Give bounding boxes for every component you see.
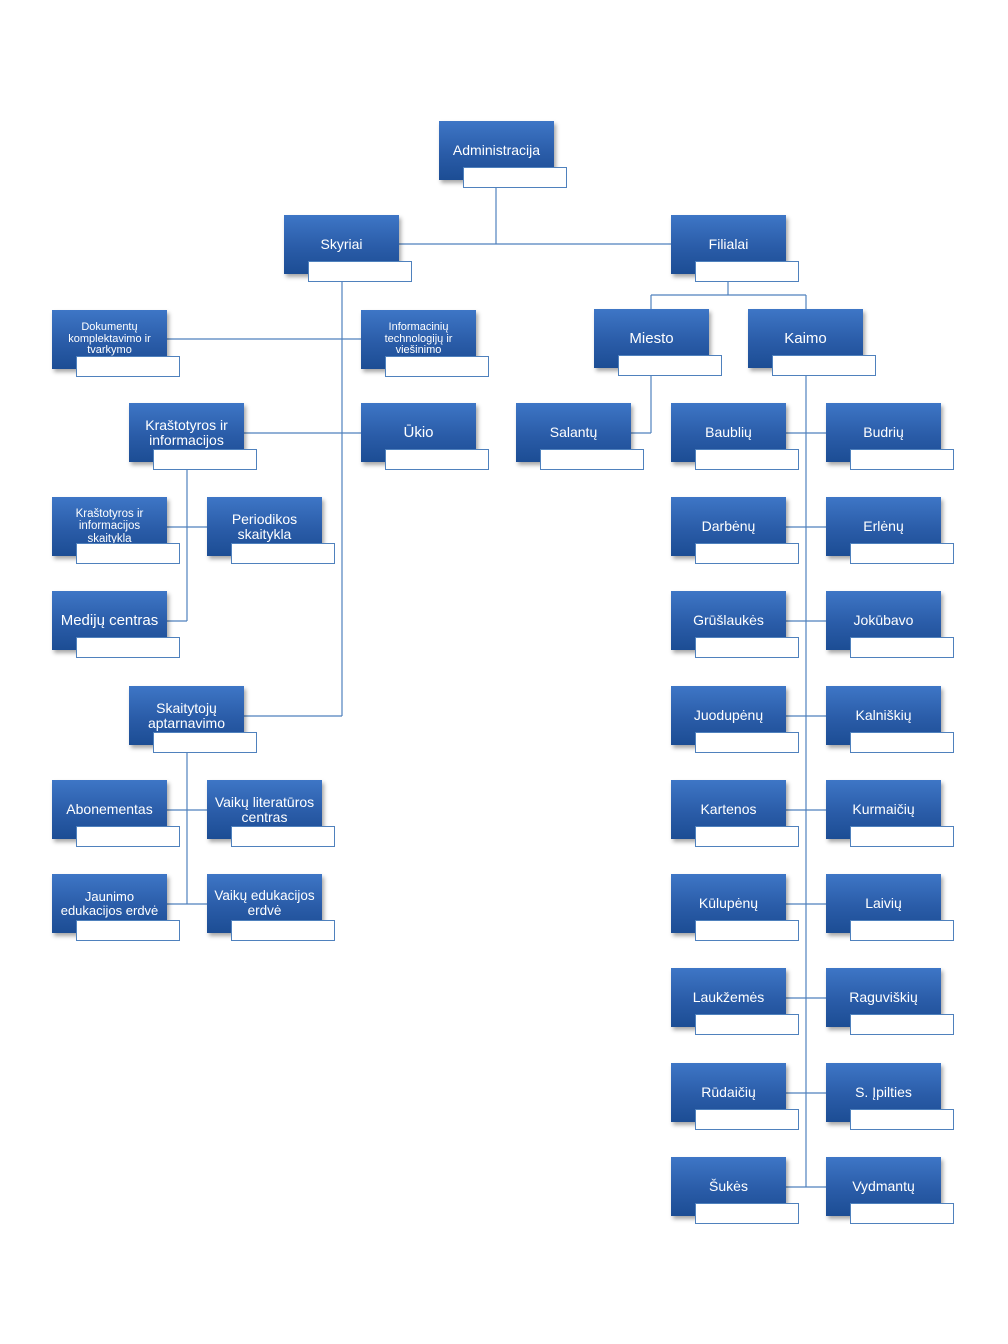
- node-title-tab: [231, 543, 335, 564]
- node-title-tab: [385, 449, 489, 470]
- node-title-tab: [695, 920, 799, 941]
- node-title-tab: [695, 826, 799, 847]
- node-title-tab: [695, 1109, 799, 1130]
- node-title-tab: [850, 543, 954, 564]
- node-title-tab: [76, 637, 180, 658]
- node-title-tab: [76, 543, 180, 564]
- node-title-tab: [695, 1014, 799, 1035]
- node-title-tab: [695, 449, 799, 470]
- node-title-tab: [850, 920, 954, 941]
- node-title-tab: [463, 167, 567, 188]
- node-title-tab: [850, 732, 954, 753]
- node-label: Jaunimo edukacijos erdvė: [52, 874, 167, 933]
- node-title-tab: [850, 1109, 954, 1130]
- node-title-tab: [76, 356, 180, 377]
- node-title-tab: [850, 1014, 954, 1035]
- node-title-tab: [695, 1203, 799, 1224]
- node-title-tab: [153, 732, 257, 753]
- node-label: Darbėnų: [671, 497, 786, 556]
- node-title-tab: [772, 355, 876, 376]
- node-title-tab: [231, 920, 335, 941]
- node-title-tab: [850, 1203, 954, 1224]
- node-title-tab: [153, 449, 257, 470]
- node-title-tab: [850, 826, 954, 847]
- node-title-tab: [850, 637, 954, 658]
- node-title-tab: [695, 637, 799, 658]
- node-title-tab: [695, 543, 799, 564]
- node-title-tab: [231, 826, 335, 847]
- node-title-tab: [76, 826, 180, 847]
- node-title-tab: [695, 261, 799, 282]
- node-title-tab: [385, 356, 489, 377]
- node-title-tab: [618, 355, 722, 376]
- node-title-tab: [850, 449, 954, 470]
- node-title-tab: [76, 920, 180, 941]
- node-title-tab: [540, 449, 644, 470]
- node-title-tab: [695, 732, 799, 753]
- node-title-tab: [308, 261, 412, 282]
